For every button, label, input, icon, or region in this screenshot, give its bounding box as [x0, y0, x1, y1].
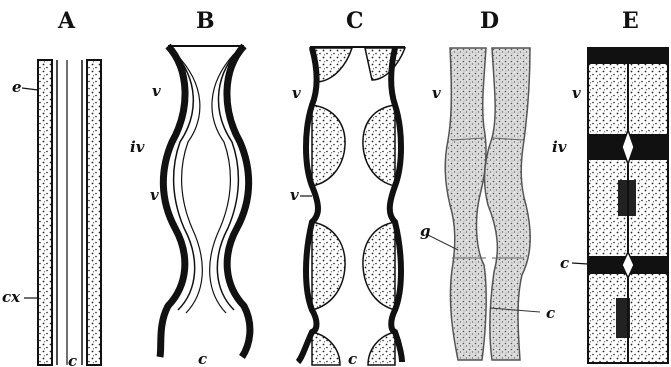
- wall-thickening: [312, 332, 340, 365]
- label-v: v: [150, 186, 159, 204]
- outer-wall-left: [38, 60, 52, 365]
- label-v: v: [572, 84, 581, 102]
- label-v: v: [290, 186, 299, 204]
- wavy-wall-right: [390, 48, 402, 362]
- leader-line: [428, 235, 458, 250]
- cell-left: [445, 48, 486, 360]
- cell-right: [485, 48, 531, 360]
- wavy-wall-left: [160, 46, 185, 357]
- label-g: g: [420, 222, 431, 240]
- panel-letter-c: C: [346, 8, 364, 34]
- label-c: c: [198, 350, 207, 367]
- panel-letter-a: A: [57, 8, 76, 34]
- panel-e: E v iv c: [552, 8, 668, 363]
- label-c: c: [68, 352, 77, 367]
- leader-line: [22, 88, 38, 90]
- leader-line: [572, 263, 588, 264]
- label-v: v: [292, 84, 301, 102]
- wall-thickening: [312, 105, 345, 186]
- wall-thickening: [312, 222, 345, 310]
- panel-b: B v iv v c: [130, 8, 250, 367]
- label-iv: iv: [552, 138, 567, 156]
- wall-thickening: [365, 48, 405, 80]
- panel-letter-d: D: [480, 8, 499, 34]
- label-c: c: [348, 350, 357, 367]
- panel-a: A e cx c: [2, 8, 101, 367]
- wall-striation: [176, 54, 202, 313]
- wall-thickening: [363, 105, 395, 186]
- panel-letter-b: B: [196, 8, 215, 34]
- wall-thickening: [368, 332, 395, 365]
- label-c: c: [546, 304, 555, 322]
- wavy-wall-right: [227, 46, 250, 357]
- label-v: v: [152, 82, 161, 100]
- wall-thickening: [363, 222, 395, 310]
- label-v: v: [432, 84, 441, 102]
- label-iv: iv: [130, 138, 145, 156]
- outer-wall-right: [87, 60, 101, 365]
- label-c: c: [560, 254, 569, 272]
- panel-d: D v g c: [420, 8, 555, 360]
- panel-c: C v v c: [290, 8, 405, 367]
- panel-letter-e: E: [622, 8, 639, 34]
- label-cx: cx: [2, 288, 21, 306]
- label-e: e: [12, 78, 22, 96]
- wavy-wall-left: [298, 48, 318, 362]
